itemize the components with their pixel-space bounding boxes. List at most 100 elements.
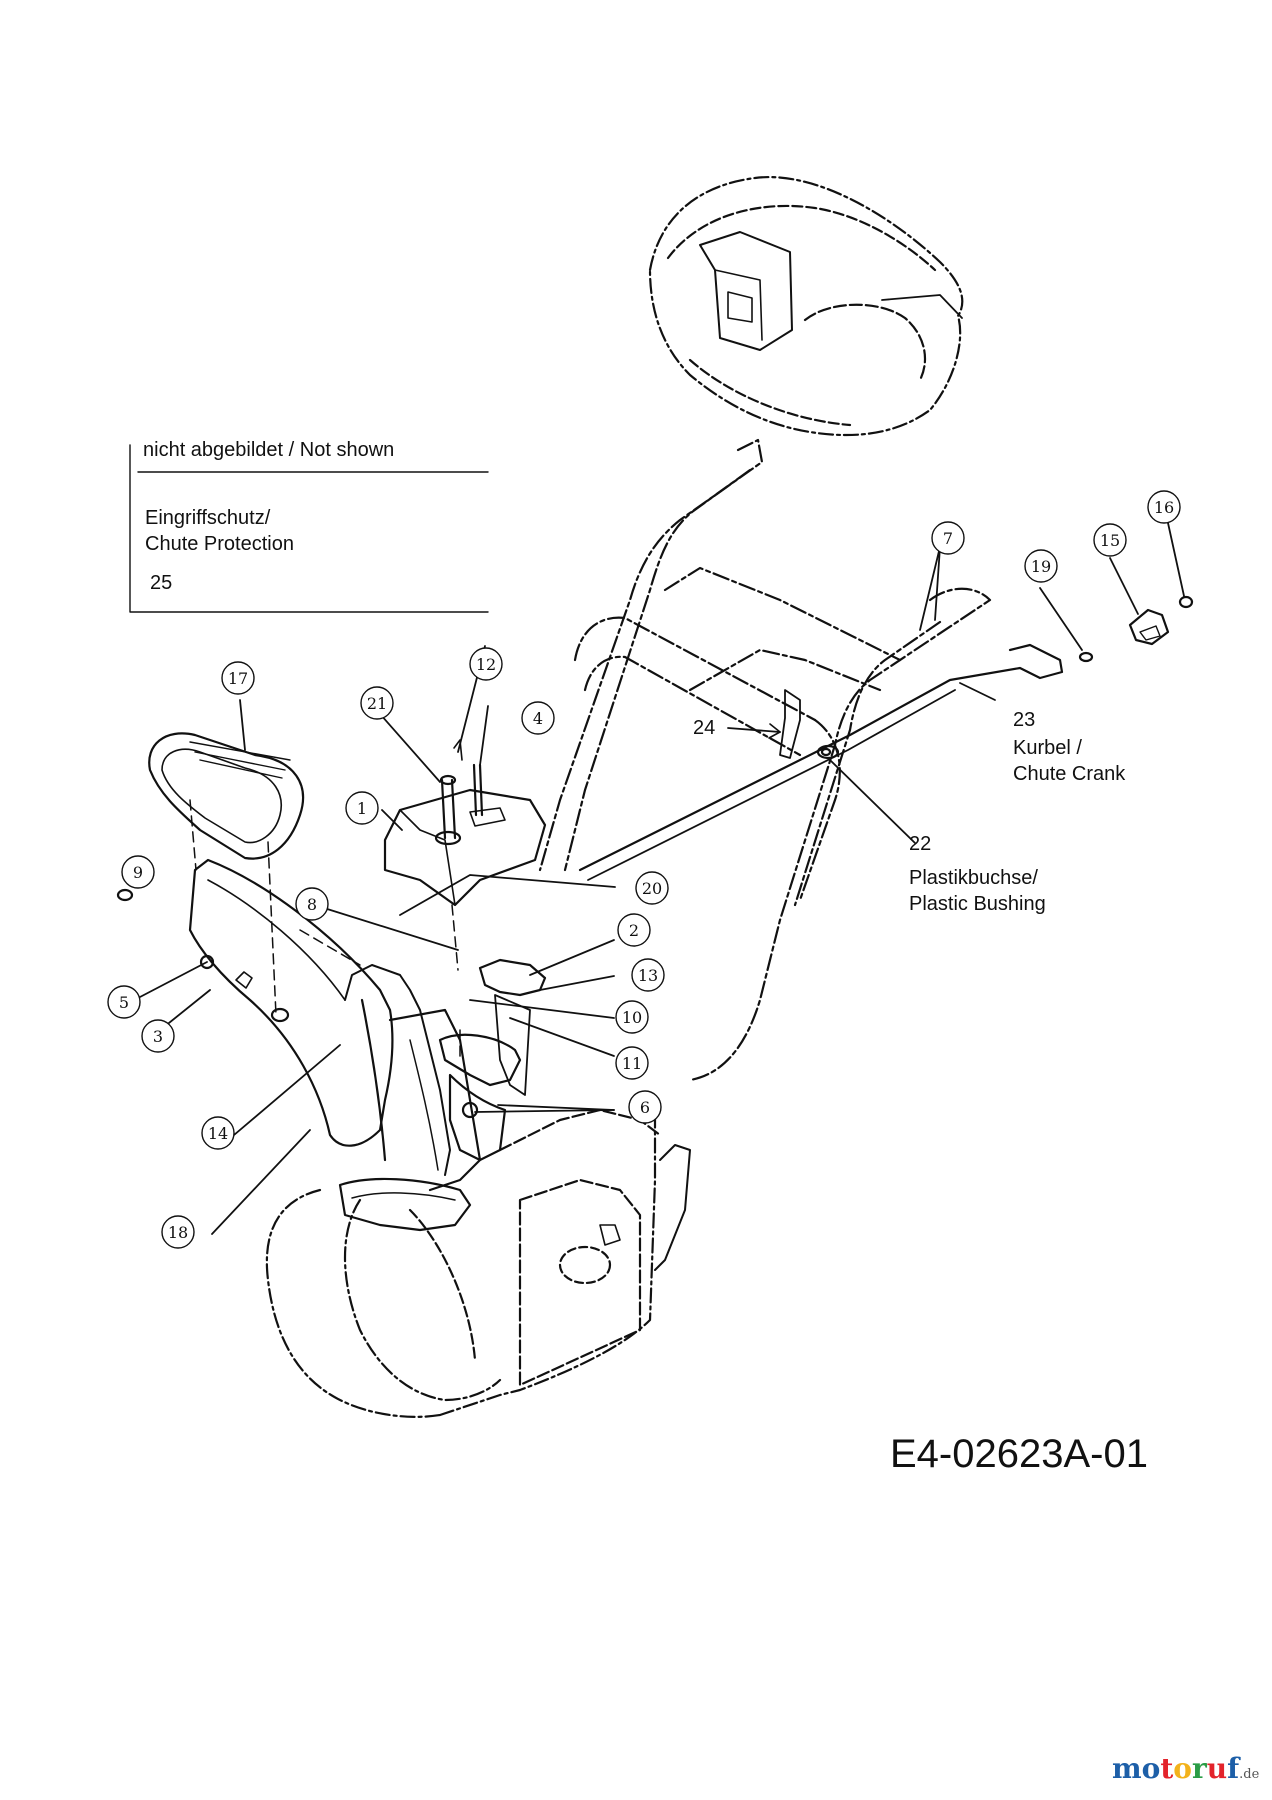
- brand-letter: o: [1173, 1752, 1192, 1785]
- left-handle-drawing: [538, 438, 817, 872]
- callout-number: 15: [1100, 531, 1120, 550]
- callout-circle: [931, 521, 965, 555]
- callout-number: 8: [307, 895, 317, 914]
- callout-13: 13: [631, 958, 665, 992]
- callout-number: 7: [943, 529, 953, 548]
- callout-number: 13: [638, 966, 658, 985]
- chute-crank-drawing: [578, 643, 1064, 881]
- callout-6: 6: [628, 1090, 662, 1124]
- callout-number: 6: [640, 1098, 650, 1117]
- callout-circle: [295, 887, 329, 921]
- chute-cover-drawing: [383, 739, 547, 907]
- callout-circle: [141, 1019, 175, 1053]
- callout-1: 1: [345, 791, 379, 825]
- callout-number: 14: [208, 1124, 228, 1143]
- callout-19: 19: [1024, 549, 1058, 583]
- callout-9: 9: [121, 855, 155, 889]
- callout-4: 4: [521, 701, 555, 735]
- label-crank-de: Kurbel /: [1013, 737, 1082, 759]
- chute-hardware-drawing: [116, 888, 290, 1023]
- callout-circle: [635, 871, 669, 905]
- callout-circle: [521, 701, 555, 735]
- callout-number: 3: [153, 1027, 163, 1046]
- callout-number: 4: [533, 709, 543, 728]
- callout-circle: [469, 647, 503, 681]
- brand-letter: r: [1191, 1752, 1207, 1785]
- callout-number: 11: [622, 1054, 642, 1073]
- callout-8: 8: [295, 887, 329, 921]
- callout-number: 2: [629, 921, 639, 940]
- legend-header: nicht abgebildet / Not shown: [143, 439, 395, 461]
- callout-18: 18: [161, 1215, 195, 1249]
- callout-circle: [615, 1000, 649, 1034]
- legend-item-number: 25: [150, 572, 173, 594]
- brand-letter: u: [1206, 1752, 1228, 1785]
- callout-3: 3: [141, 1019, 175, 1053]
- callout-circle: [121, 855, 155, 889]
- brand-logo: motoruf.de: [1112, 1752, 1259, 1785]
- drawing-code: E4-02623A-01: [890, 1432, 1148, 1476]
- callout-circle: [345, 791, 379, 825]
- callout-12: 12: [469, 647, 503, 681]
- callout-number: 21: [367, 694, 387, 713]
- callout-number: 10: [622, 1008, 642, 1027]
- right-handle-drawing: [688, 587, 992, 1082]
- engine-cover-drawing: [648, 175, 964, 437]
- chute-base-assembly-drawing: [438, 958, 547, 1162]
- callout-circle: [617, 913, 651, 947]
- callout-circle: [1024, 549, 1058, 583]
- crank-knob-parts-drawing: [1078, 595, 1194, 663]
- callout-10: 10: [615, 1000, 649, 1034]
- linkage-rod-drawing: [663, 566, 902, 662]
- callout-20: 20: [635, 871, 669, 905]
- callout-number: 19: [1031, 557, 1051, 576]
- callout-number: 20: [642, 879, 662, 898]
- label-rod-number: 24: [693, 717, 716, 739]
- callout-number: 12: [476, 655, 496, 674]
- callout-circle: [201, 1116, 235, 1150]
- assembly-guide-lines: [189, 799, 461, 1061]
- callout-circle: [1147, 490, 1181, 524]
- callout-5: 5: [107, 985, 141, 1019]
- callout-16: 16: [1147, 490, 1181, 524]
- callout-2: 2: [617, 913, 651, 947]
- callout-11: 11: [615, 1046, 649, 1080]
- callout-number: 17: [228, 669, 248, 688]
- brand-letter: t: [1160, 1752, 1174, 1785]
- callout-number: 5: [119, 993, 129, 1012]
- callout-number: 1: [357, 799, 367, 818]
- callout-number: 9: [133, 863, 143, 882]
- callout-17: 17: [221, 661, 255, 695]
- chute-deflector-drawing: [148, 732, 305, 860]
- brand-name: motoruf: [1112, 1752, 1239, 1785]
- leader-lines: [139, 522, 1185, 1235]
- label-crank-number: 23: [1013, 709, 1036, 731]
- callout-circle: [628, 1090, 662, 1124]
- callout-circle: [360, 686, 394, 720]
- brand-tld: .de: [1239, 1767, 1260, 1782]
- callout-7: 7: [931, 521, 965, 555]
- label-crank-en: Chute Crank: [1013, 763, 1126, 785]
- callout-circle: [1093, 523, 1127, 557]
- legend-box-rules: [129, 444, 489, 613]
- callout-circle: [107, 985, 141, 1019]
- legend-item-line1: Eingriffschutz/: [145, 507, 271, 529]
- label-bushing-en: Plastic Bushing: [909, 893, 1046, 915]
- brand-letter: f: [1227, 1752, 1240, 1785]
- callout-14: 14: [201, 1116, 235, 1150]
- callout-circle: [615, 1046, 649, 1080]
- callout-circle: [221, 661, 255, 695]
- callout-circle: [631, 958, 665, 992]
- label-bushing-number: 22: [909, 833, 932, 855]
- discharge-chute-drawing: [188, 858, 482, 1232]
- callout-number: 16: [1154, 498, 1174, 517]
- label-bushing-de: Plastikbuchse/: [909, 867, 1038, 889]
- callout-21: 21: [360, 686, 394, 720]
- callout-number: 18: [168, 1223, 188, 1242]
- brand-letter: m: [1112, 1752, 1142, 1785]
- legend-item-line2: Chute Protection: [145, 533, 294, 555]
- brand-letter: o: [1141, 1752, 1161, 1785]
- callout-circle: [161, 1215, 195, 1249]
